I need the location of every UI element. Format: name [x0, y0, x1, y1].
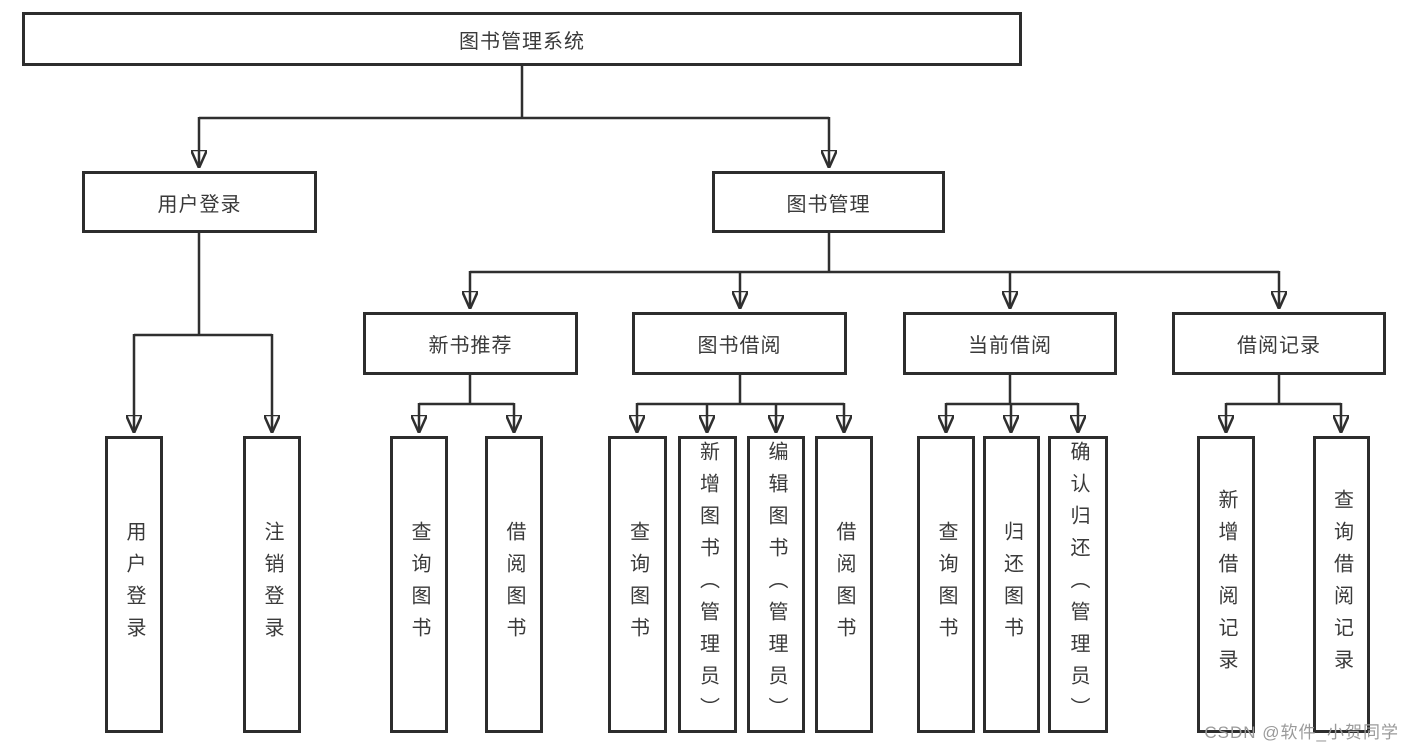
leaf-add-borrow-record-label: 新增借阅记录	[1215, 488, 1237, 681]
connector-book-management-trunk	[470, 233, 1279, 274]
leaf-confirm-return-admin-label: 确认归还（管理员）	[1067, 440, 1089, 729]
leaf-query-books-recommend-label: 查询图书	[408, 520, 430, 649]
connector-book-borrow-trunk	[637, 375, 844, 406]
connector-current-borrow-trunk	[946, 375, 1078, 406]
leaf-edit-books-admin: 编辑图书（管理员）	[747, 436, 805, 733]
leaf-query-books-current: 查询图书	[917, 436, 975, 733]
leaf-query-borrow-record-label: 查询借阅记录	[1330, 488, 1353, 681]
leaf-borrow-books-recommend: 借阅图书	[485, 436, 543, 733]
leaf-user-login-label: 用户登录	[123, 520, 145, 649]
node-library-management-system: 图书管理系统	[22, 12, 1022, 66]
csdn-watermark: CSDN @软件_小贺同学	[1204, 723, 1399, 742]
leaf-query-borrow-record: 查询借阅记录	[1313, 436, 1370, 733]
leaf-add-borrow-record: 新增借阅记录	[1197, 436, 1255, 733]
connector-new-book-trunk	[419, 375, 514, 406]
leaf-return-books: 归还图书	[983, 436, 1040, 733]
leaf-query-books-borrow-label: 查询图书	[626, 520, 649, 649]
leaf-return-books-label: 归还图书	[1000, 520, 1023, 649]
node-user-login: 用户登录	[82, 171, 317, 233]
leaf-borrow-books: 借阅图书	[815, 436, 873, 733]
leaf-query-books-borrow: 查询图书	[608, 436, 667, 733]
leaf-query-books-current-label: 查询图书	[935, 520, 957, 649]
leaf-query-books-recommend: 查询图书	[390, 436, 448, 733]
leaf-logout-label: 注销登录	[261, 520, 283, 649]
node-book-borrow: 图书借阅	[632, 312, 847, 375]
connector-root-trunk	[199, 66, 829, 120]
leaf-borrow-books-recommend-label: 借阅图书	[503, 520, 525, 649]
node-new-book-recommend: 新书推荐	[363, 312, 578, 375]
node-current-borrow: 当前借阅	[903, 312, 1117, 375]
node-borrow-records: 借阅记录	[1172, 312, 1386, 375]
leaf-edit-books-admin-label: 编辑图书（管理员）	[765, 440, 787, 729]
leaf-borrow-books-label: 借阅图书	[833, 520, 855, 649]
leaf-add-books-admin: 新增图书（管理员）	[678, 436, 737, 733]
node-book-management: 图书管理	[712, 171, 945, 233]
leaf-logout: 注销登录	[243, 436, 301, 733]
leaf-confirm-return-admin: 确认归还（管理员）	[1048, 436, 1108, 733]
connector-user-login-trunk	[134, 233, 272, 337]
connector-borrow-records-trunk	[1226, 375, 1341, 406]
leaf-user-login: 用户登录	[105, 436, 163, 733]
leaf-add-books-admin-label: 新增图书（管理员）	[696, 440, 719, 729]
